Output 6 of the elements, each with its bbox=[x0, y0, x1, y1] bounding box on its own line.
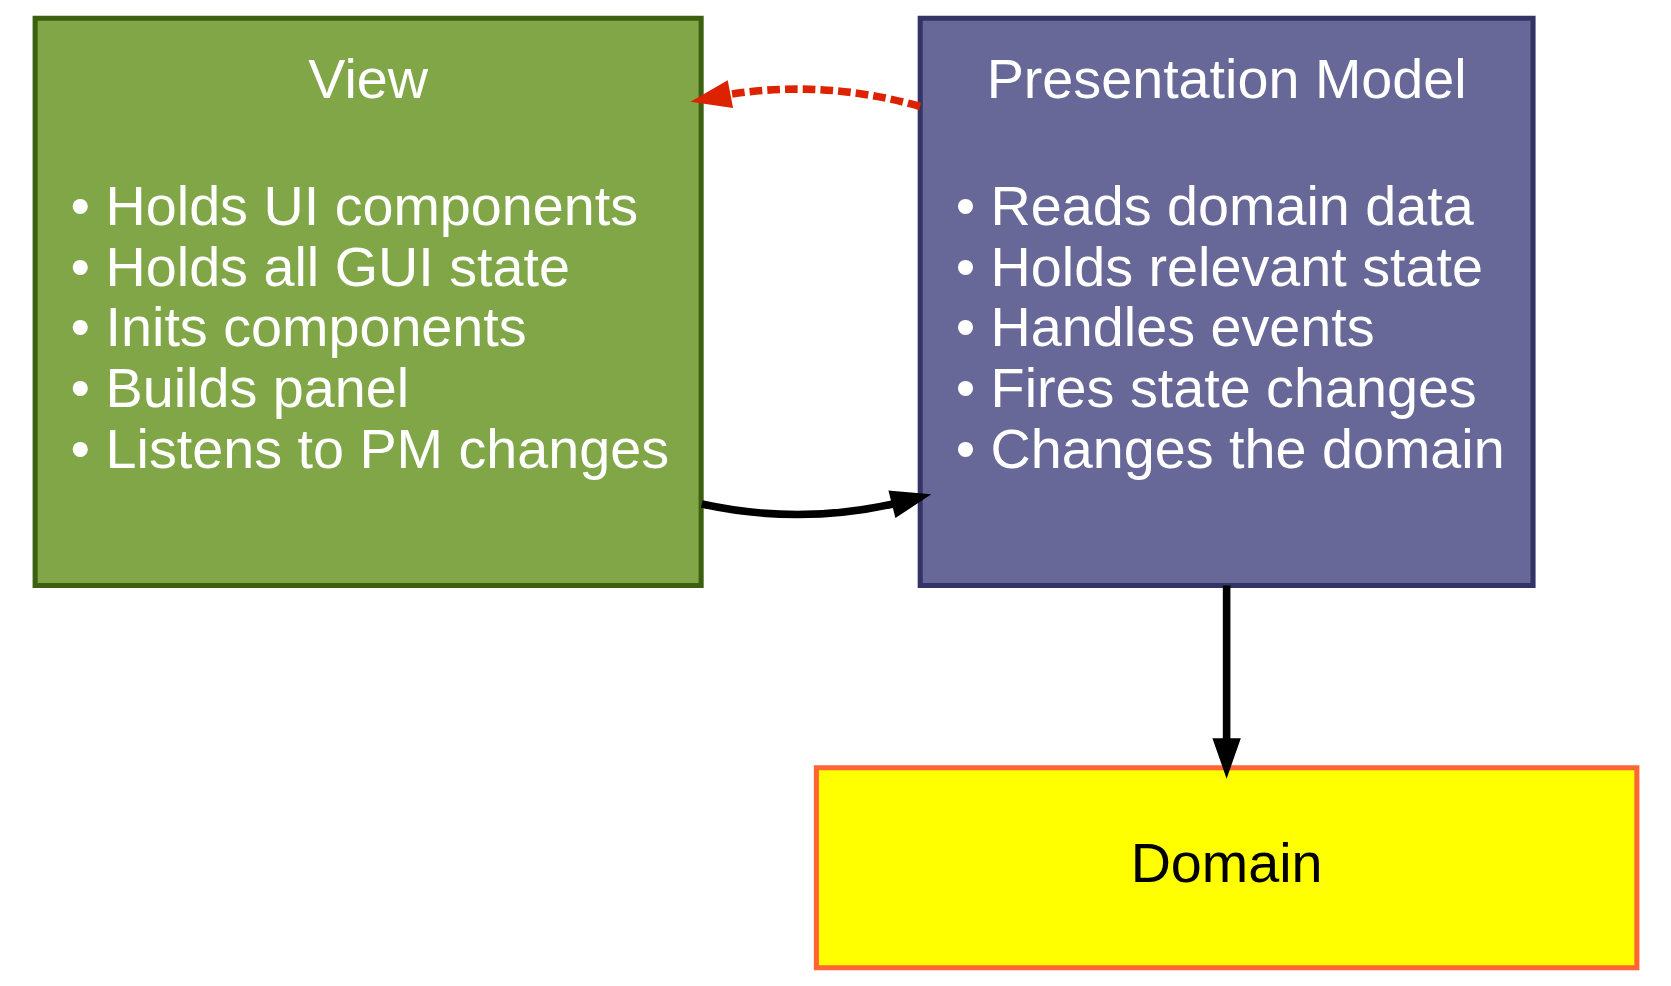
node-box: View • Holds UI components • Holds all GUI state • Inits components • Builds panel • Listens to PM changes bbox=[32, 15, 704, 588]
node-box: Domain bbox=[813, 765, 1639, 971]
node-box: Presentation Model • Reads domain data • Holds relevant state • Handles events • Fires state changes • Changes the domain bbox=[917, 15, 1536, 588]
arrow bbox=[690, 80, 921, 111]
arrow bbox=[1211, 585, 1241, 779]
arrow bbox=[700, 490, 931, 519]
